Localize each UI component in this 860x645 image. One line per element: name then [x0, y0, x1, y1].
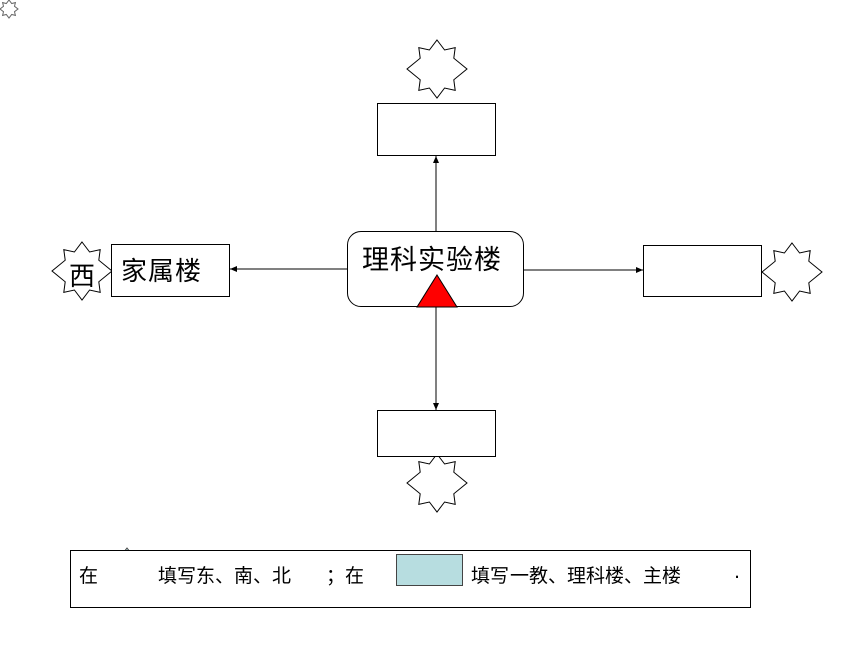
legend-fill-text-2: 填写 — [471, 565, 510, 587]
legend-box-shape — [396, 554, 463, 586]
east-direction-star-icon — [761, 242, 823, 302]
south-direction-star-icon — [406, 453, 468, 513]
legend-end-text: . — [734, 561, 741, 583]
current-location-triangle-icon — [416, 274, 458, 308]
south-building-box[interactable] — [377, 410, 496, 457]
east-building-box[interactable] — [643, 245, 762, 297]
west-building-box[interactable]: 家属楼 — [111, 244, 230, 297]
legend-prefix-text: 在 — [79, 565, 99, 587]
legend-panel: 在 填写 东、南、北 ；在 填写 一教、理科楼、主楼 . — [70, 550, 751, 608]
north-building-box[interactable] — [377, 103, 496, 156]
center-building-box: 理科实验楼 — [347, 231, 524, 308]
west-building-label: 家属楼 — [121, 257, 203, 287]
corner-star-icon — [0, 0, 19, 19]
legend-separator-text: ；在 — [326, 565, 365, 587]
legend-directions-text: 东、南、北 — [196, 565, 292, 587]
legend-buildings-text: 一教、理科楼、主楼 — [510, 565, 682, 587]
west-direction-label: 西 — [69, 262, 96, 292]
west-direction-star-icon — [51, 241, 113, 301]
center-building-label: 理科实验楼 — [362, 245, 502, 276]
north-direction-star-icon — [406, 39, 468, 99]
legend-fill-text-1: 填写 — [158, 565, 197, 587]
